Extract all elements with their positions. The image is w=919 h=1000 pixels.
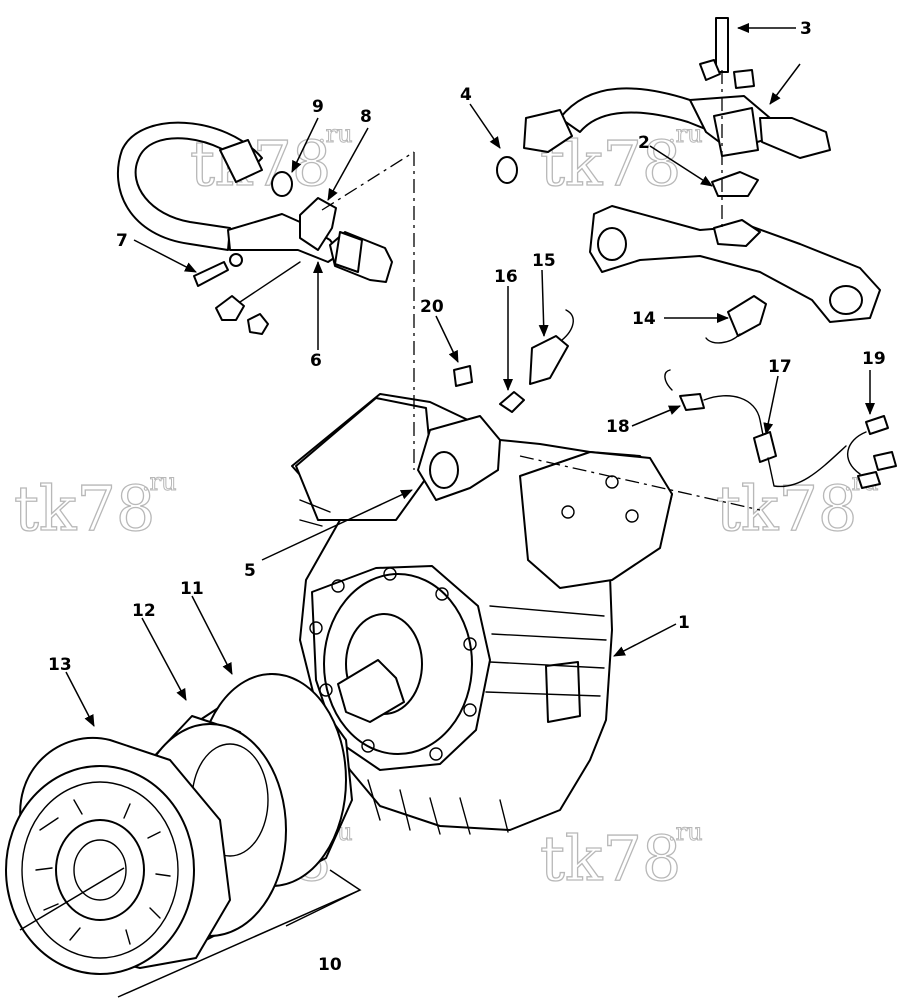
callout-17: 17	[768, 357, 792, 377]
callout-9: 9	[312, 97, 324, 117]
callout-2: 2	[638, 133, 650, 153]
svg-text:tk78: tk78	[14, 472, 155, 545]
callout-5: 5	[244, 561, 256, 581]
compressor-body	[291, 393, 673, 835]
callout-13: 13	[48, 655, 72, 675]
sensor-assembly	[453, 295, 897, 489]
callout-4: 4	[460, 85, 472, 105]
clutch-pulley-assembly	[5, 673, 353, 975]
assembly-lines	[19, 151, 761, 998]
svg-text:.ru: .ru	[318, 120, 353, 148]
suction-tube-assembly	[117, 121, 393, 335]
callout-16: 16	[494, 267, 518, 287]
callout-19: 19	[862, 349, 886, 369]
callout-leaders	[65, 23, 875, 727]
callout-3: 3	[800, 19, 812, 39]
discharge-tube-assembly	[496, 17, 881, 323]
watermark: tk78 .ru	[13, 468, 177, 546]
svg-text:tk78: tk78	[540, 822, 681, 895]
watermark: tk78 .ru	[539, 818, 703, 896]
callout-15: 15	[532, 251, 556, 271]
watermark: tk78 .ru	[715, 468, 879, 546]
callout-20: 20	[420, 297, 444, 317]
callout-11: 11	[180, 579, 204, 599]
svg-text:.ru: .ru	[142, 468, 177, 496]
callout-labels: 1 2 3 4 5 6 7 8 9 10 11 12 13 14 15 16 1…	[48, 19, 886, 975]
callout-6: 6	[310, 351, 322, 371]
svg-text:tk78: tk78	[716, 472, 857, 545]
callout-8: 8	[360, 107, 372, 127]
svg-text:.ru: .ru	[668, 818, 703, 846]
callout-1: 1	[678, 613, 690, 633]
callout-18: 18	[606, 417, 630, 437]
callout-12: 12	[132, 601, 156, 621]
callout-14: 14	[632, 309, 656, 329]
callout-7: 7	[116, 231, 128, 251]
callout-10: 10	[318, 955, 342, 975]
